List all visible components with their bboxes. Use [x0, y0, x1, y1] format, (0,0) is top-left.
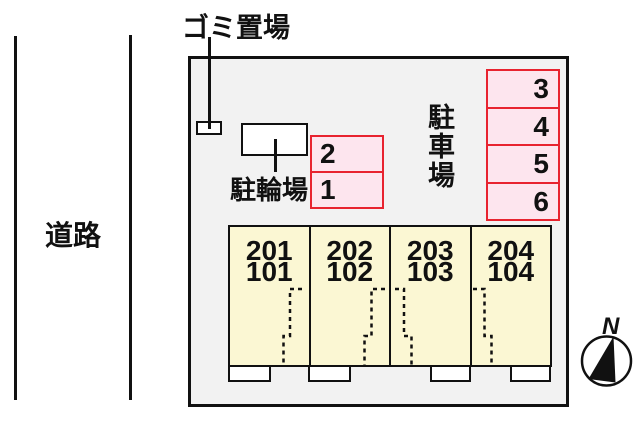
garbage-area-label: ゴミ置場	[182, 13, 290, 43]
parking-space-number: 1	[320, 174, 336, 205]
road-boundary-line-right	[129, 35, 132, 400]
building-unit-1: 201 101	[230, 227, 309, 365]
entrance-porch-1	[228, 365, 271, 382]
unit-number-upper: 203	[406, 235, 454, 266]
building-unit-4: 204 104	[469, 227, 551, 365]
parking-space-4: 4	[486, 107, 560, 146]
garbage-leader-line	[208, 37, 211, 129]
unit-number-lower: 103	[406, 256, 454, 287]
road-boundary-line-left	[14, 36, 17, 400]
bicycle-parking-label: 駐輪場	[229, 175, 308, 205]
bicycle-leader-line	[274, 139, 277, 172]
unit-number-lower: 102	[326, 256, 374, 287]
compass-north-label: N	[602, 313, 620, 340]
building-unit-3: 203 103	[389, 227, 470, 365]
compass: N	[580, 313, 633, 387]
unit-number-lower: 101	[245, 256, 293, 287]
road-label: 道路	[44, 220, 101, 251]
parking-space-3: 3	[486, 69, 560, 109]
unit-number-upper: 204	[487, 235, 535, 266]
compass-needle	[588, 336, 616, 383]
parking-space-number: 4	[533, 110, 549, 142]
entrance-porch-3	[430, 365, 471, 382]
parking-space-5: 5	[486, 144, 560, 184]
parking-space-number: 2	[320, 138, 336, 169]
building: 201 101 202 102 203 103 204 104	[228, 225, 552, 367]
parking-lot-label: 駐車場	[424, 102, 454, 190]
parking-space-2: 2	[310, 135, 384, 173]
parking-space-number: 3	[533, 73, 549, 104]
building-unit-2: 202 102	[308, 227, 390, 365]
unit-number-upper: 202	[326, 235, 374, 266]
parking-space-1: 1	[310, 171, 384, 209]
entrance-porch-2	[308, 365, 351, 382]
parking-space-number: 5	[533, 148, 549, 179]
unit-number-lower: 104	[487, 256, 535, 287]
parking-space-6: 6	[486, 182, 560, 221]
unit-number-upper: 201	[245, 235, 293, 266]
entrance-porch-4	[510, 365, 551, 382]
parking-space-number: 6	[533, 185, 549, 217]
